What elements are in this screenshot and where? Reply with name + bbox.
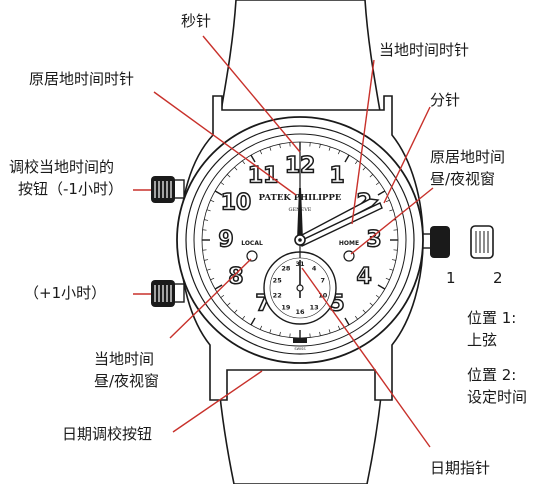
label-position1-1: 位置 1: <box>467 309 517 327</box>
hour-numeral-9: 9 <box>218 228 233 253</box>
date-number-28: 28 <box>281 265 291 273</box>
minute-tick <box>279 331 281 336</box>
hour-numeral-1: 1 <box>329 163 344 188</box>
minute-tick <box>354 315 358 320</box>
minute-tick <box>385 277 390 281</box>
minute-tick <box>214 284 223 290</box>
label-minute-hand: 分针 <box>430 91 461 109</box>
minute-tick <box>375 294 380 298</box>
minute-tick <box>375 182 380 186</box>
date-number-7: 7 <box>321 277 326 285</box>
minute-tick <box>362 309 366 314</box>
minute-tick <box>210 199 215 203</box>
leader-home-hour <box>153 91 297 196</box>
minute-tick <box>389 268 394 271</box>
minute-tick <box>204 259 209 261</box>
minute-tick <box>259 150 263 155</box>
minute-tick <box>354 160 358 165</box>
minute-tick <box>234 166 238 171</box>
minute-tick <box>369 174 374 178</box>
local-daynight-window <box>246 250 258 262</box>
label-position1-2: 上弦 <box>467 331 498 349</box>
minute-tick <box>319 144 321 149</box>
minute-tick <box>389 209 394 212</box>
date-number-25: 25 <box>273 277 283 285</box>
leader-home-window <box>350 187 434 255</box>
label-local-daynight-2: 昼/夜视窗 <box>94 372 160 390</box>
minute-tick <box>242 315 246 320</box>
minute-tick <box>242 160 246 165</box>
minute-tick <box>337 325 341 330</box>
date-number-10: 10 <box>318 291 328 299</box>
minute-tick <box>269 329 272 334</box>
hour-numeral-11: 11 <box>248 163 279 188</box>
label-seconds-hand: 秒针 <box>181 12 212 30</box>
hour-numerals: 12123457891011 <box>218 153 383 318</box>
home-window-label: HOME <box>339 240 359 247</box>
date-number-19: 19 <box>281 303 291 311</box>
minute-tick <box>226 302 231 306</box>
label-plus-one-hour: （+1小时） <box>24 284 107 302</box>
minute-tick <box>369 302 374 306</box>
label-home-hour-hand: 原居地时间时针 <box>29 70 135 88</box>
minute-tick <box>259 325 263 330</box>
label-adjust-button-2: 按钮（-1小时） <box>18 180 123 198</box>
minute-tick <box>328 329 331 334</box>
label-position2-1: 位置 2: <box>467 366 517 384</box>
minute-tick <box>328 146 331 151</box>
date-number-16: 16 <box>295 308 305 316</box>
minute-tick <box>250 317 256 326</box>
minute-tick <box>319 331 321 336</box>
minute-tick <box>344 317 350 326</box>
minute-tick <box>337 150 341 155</box>
label-local-daynight-1: 当地时间 <box>94 350 155 368</box>
hour-numeral-4: 4 <box>356 265 371 290</box>
label-date-hand: 日期指针 <box>430 459 491 477</box>
six-marker <box>293 338 307 343</box>
minute-tick <box>226 174 231 178</box>
minute-tick <box>377 190 386 196</box>
minute-tick <box>206 209 211 212</box>
leader-seconds <box>202 35 301 153</box>
label-adjust-button-1: 调校当地时间的 <box>9 158 115 176</box>
minute-tick <box>220 294 225 298</box>
leader-lines <box>133 35 434 448</box>
leader-local-hour <box>351 59 375 225</box>
leader-date-hand <box>301 267 431 448</box>
minute-tick <box>214 190 223 196</box>
leader-local-window <box>169 258 252 339</box>
date-number-13: 13 <box>310 303 319 311</box>
crown-position-2 <box>470 225 494 259</box>
label-crown-pos-2: 2 <box>493 269 503 287</box>
label-crown-pos-1: 1 <box>446 269 456 287</box>
leader-date-button <box>172 370 263 433</box>
leader-minute <box>383 106 431 204</box>
crown-position-1 <box>430 226 450 258</box>
hour-numeral-3: 3 <box>366 228 381 253</box>
minute-tick <box>391 259 396 261</box>
local-window-label: LOCAL <box>241 240 263 247</box>
minute-tick <box>279 144 281 149</box>
minute-tick <box>204 219 209 221</box>
minute-tick <box>385 199 390 203</box>
minute-tick <box>210 277 215 281</box>
minute-tick <box>344 154 350 163</box>
date-number-22: 22 <box>273 291 282 299</box>
svg-text:SWISS: SWISS <box>294 347 306 351</box>
minute-tick <box>362 166 366 171</box>
label-date-button: 日期调校按钮 <box>62 425 153 443</box>
minute-tick <box>206 268 211 271</box>
minute-tick <box>220 182 225 186</box>
label-home-daynight-1: 原居地时间 <box>430 148 506 166</box>
minute-tick <box>250 154 256 163</box>
hour-numeral-10: 10 <box>221 191 252 216</box>
minute-tick <box>234 309 238 314</box>
label-local-hour-hand: 当地时间时针 <box>379 41 470 59</box>
label-position2-2: 设定时间 <box>467 388 528 406</box>
label-home-daynight-2: 昼/夜视窗 <box>430 170 496 188</box>
minute-tick <box>377 284 386 290</box>
date-number-4: 4 <box>312 265 317 273</box>
minute-tick <box>269 146 272 151</box>
